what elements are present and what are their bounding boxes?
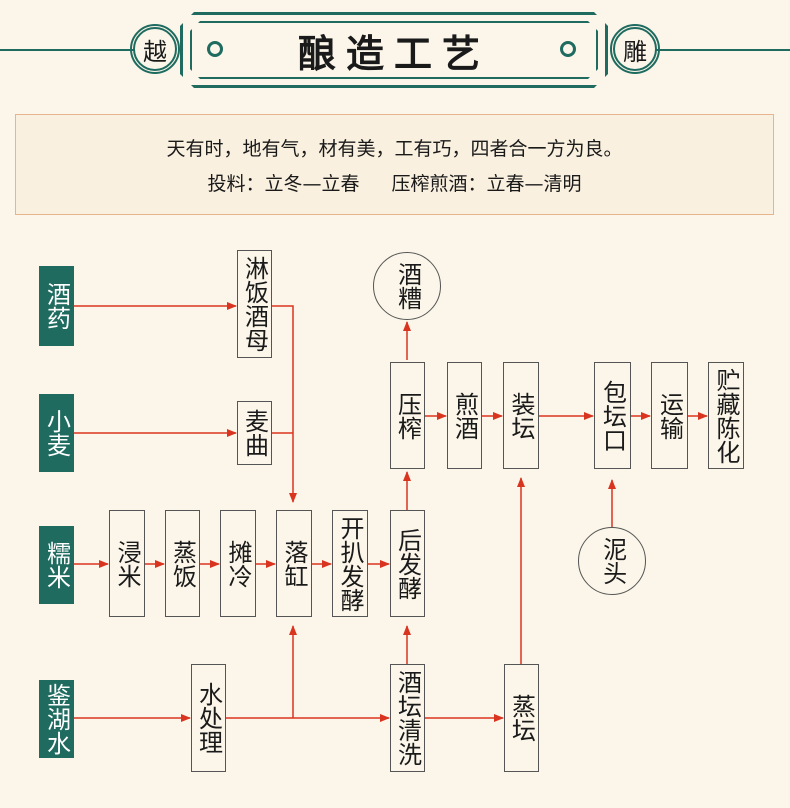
step-linfanjiumu: 淋饭酒母: [237, 250, 272, 358]
seal-left-text: 越: [133, 27, 177, 71]
step-shuichuli: 水处理: [191, 664, 226, 772]
step-zhengtan: 蒸坛: [504, 664, 539, 772]
step-zhucangchenhua: 贮藏陈化: [708, 362, 744, 469]
step-houfajiao: 后发酵: [390, 510, 425, 617]
ring-ornament-right: [560, 41, 576, 57]
step-maiqu: 麦曲: [237, 401, 272, 465]
step-zhengfan: 蒸饭: [165, 510, 200, 617]
title-banner-inner: [190, 21, 598, 79]
step-jianjiu: 煎酒: [447, 362, 482, 469]
source-nuomi: 糯米: [39, 526, 74, 604]
step-jinmi: 浸米: [109, 510, 145, 617]
input-nitou: 泥头: [578, 527, 646, 595]
step-tanleng: 摊冷: [220, 510, 256, 617]
intro-box: 天有时，地有气，材有美，工有巧，四者合一方为良。 投料：立冬—立春 压榨煎酒：立…: [15, 114, 774, 215]
intro-schedule-pressing: 压榨煎酒：立春—清明: [391, 172, 582, 195]
step-zhuangtan: 装坛: [503, 362, 539, 469]
byproduct-jiuzao: 酒糟: [373, 252, 441, 320]
header-line-left: [0, 49, 135, 51]
source-jiuyao: 酒药: [39, 266, 74, 346]
source-jianhushui: 鉴湖水: [39, 680, 74, 758]
step-jiutanqingxi: 酒坛清洗: [390, 664, 425, 772]
step-yunshu: 运输: [651, 362, 688, 469]
ring-ornament-left: [207, 41, 223, 57]
intro-schedule-feeding: 投料：立冬—立春: [207, 172, 360, 195]
step-luogang: 落缸: [276, 510, 312, 617]
page-title: 酿造工艺: [297, 31, 490, 76]
step-yazha: 压榨: [390, 362, 425, 469]
step-baotankou: 包坛口: [594, 362, 631, 469]
header-line-right: [655, 49, 790, 51]
seal-right: 雕: [610, 24, 660, 74]
title-banner: [180, 12, 608, 88]
seal-right-text: 雕: [613, 27, 657, 71]
seal-left: 越: [130, 24, 180, 74]
source-xiaomai: 小麦: [39, 394, 74, 472]
intro-line-1: 天有时，地有气，材有美，工有巧，四者合一方为良。: [166, 137, 623, 160]
step-kaipafajiao: 开扒发酵: [332, 510, 368, 617]
arrow-linfan-luogang: [272, 305, 297, 503]
intro-line-2: 投料：立冬—立春 压榨煎酒：立春—清明: [207, 169, 581, 196]
